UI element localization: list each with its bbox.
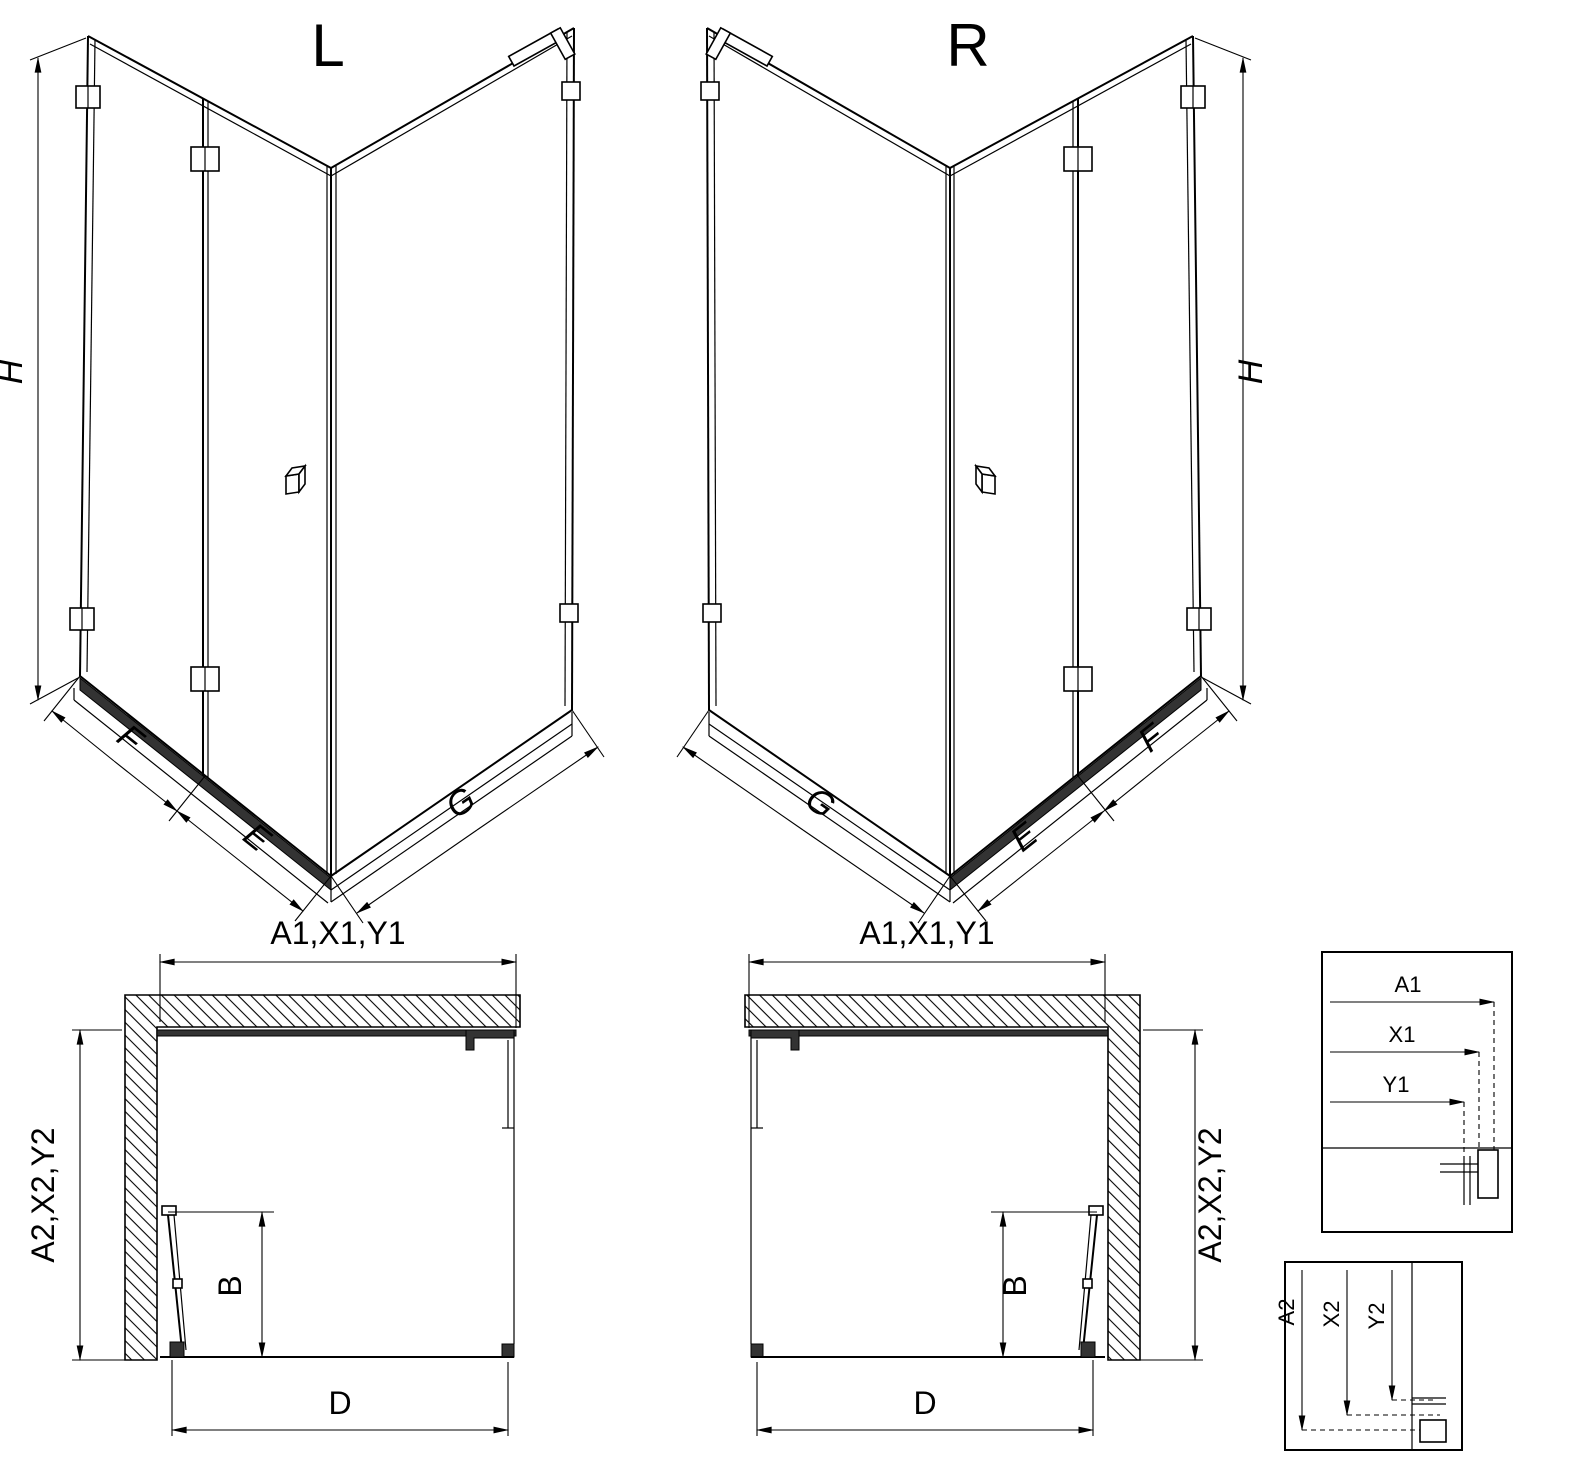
- variant-label-right: R: [946, 12, 989, 79]
- dim-label-depth-right: A2,X2,Y2: [1192, 1127, 1228, 1262]
- wall-section-hatch: [744, 994, 1141, 1361]
- dim-label-entry-left: D: [328, 1385, 351, 1421]
- iso-left-view: L: [0, 12, 605, 924]
- wall-section-hatch: [124, 994, 521, 1361]
- dim-label-door-fold-right: B: [997, 1275, 1033, 1296]
- detail-width-profile-section: [1440, 1149, 1499, 1205]
- wall-profile-top: [156, 1029, 517, 1037]
- iso-right-wall-brackets: [700, 26, 774, 623]
- iso-left-hinges: [69, 85, 220, 692]
- iso-right-dimensions: H F E G: [676, 37, 1270, 924]
- iso-right-glass-panels: [706, 27, 1202, 877]
- iso-left-door-handle: [284, 463, 307, 495]
- wall-bracket-icon: [507, 26, 576, 68]
- detail-label-a2: A2: [1274, 1299, 1299, 1326]
- iso-left-glass-panels: [79, 27, 575, 877]
- variant-label-left: L: [311, 12, 344, 79]
- plan-right-view: A1,X1,Y1 A2,X2,Y2 B D: [744, 915, 1228, 1436]
- iso-left-wall-brackets: [507, 26, 581, 623]
- iso-right-view: R: [676, 12, 1270, 924]
- detail-label-x2: X2: [1319, 1301, 1344, 1328]
- detail-height-view: A2 X2 Y2: [1274, 1261, 1463, 1451]
- detail-label-a1: A1: [1395, 972, 1422, 997]
- iso-left-shower-tray: [73, 676, 573, 904]
- plan-left-dimensions: A1,X1,Y1 A2,X2,Y2 B D: [25, 915, 518, 1436]
- plan-left-view: A1,X1,Y1 A2,X2,Y2 B D: [25, 915, 521, 1436]
- dim-label-door-fold-left: B: [212, 1275, 248, 1296]
- plan-right-open-door: [1078, 1205, 1104, 1358]
- detail-height-profile-section: [1412, 1397, 1447, 1443]
- iso-right-shower-tray: [708, 676, 1208, 904]
- detail-width-view: A1 X1 Y1: [1321, 951, 1513, 1233]
- dim-label-height-right: H: [1232, 359, 1270, 384]
- dim-label-width-left: A1,X1,Y1: [270, 915, 405, 951]
- wall-profile-top: [748, 1029, 1109, 1037]
- detail-label-y1: Y1: [1383, 1072, 1410, 1097]
- dim-label-return-left: G: [439, 780, 482, 826]
- iso-right-door-handle: [974, 463, 997, 495]
- corner-bracket-icon: [750, 1029, 800, 1051]
- plan-left-open-door: [161, 1205, 187, 1358]
- dim-label-return-right: G: [799, 780, 842, 826]
- dim-label-door-right: E: [1003, 815, 1045, 859]
- dim-label-depth-left: A2,X2,Y2: [25, 1127, 61, 1262]
- detail-label-y2: Y2: [1364, 1303, 1389, 1330]
- plan-left-return-panel: [160, 1029, 515, 1358]
- dim-label-width-right: A1,X1,Y1: [859, 915, 994, 951]
- plan-right-return-panel: [750, 1029, 1105, 1358]
- detail-label-x1: X1: [1389, 1022, 1416, 1047]
- iso-right-hinges: [1063, 85, 1212, 692]
- dim-label-height-left: H: [0, 359, 30, 384]
- wall-bracket-icon: [705, 26, 774, 68]
- plan-right-dimensions: A1,X1,Y1 A2,X2,Y2 B D: [747, 915, 1228, 1436]
- corner-bracket-icon: [465, 1029, 515, 1051]
- dim-label-entry-right: D: [913, 1385, 936, 1421]
